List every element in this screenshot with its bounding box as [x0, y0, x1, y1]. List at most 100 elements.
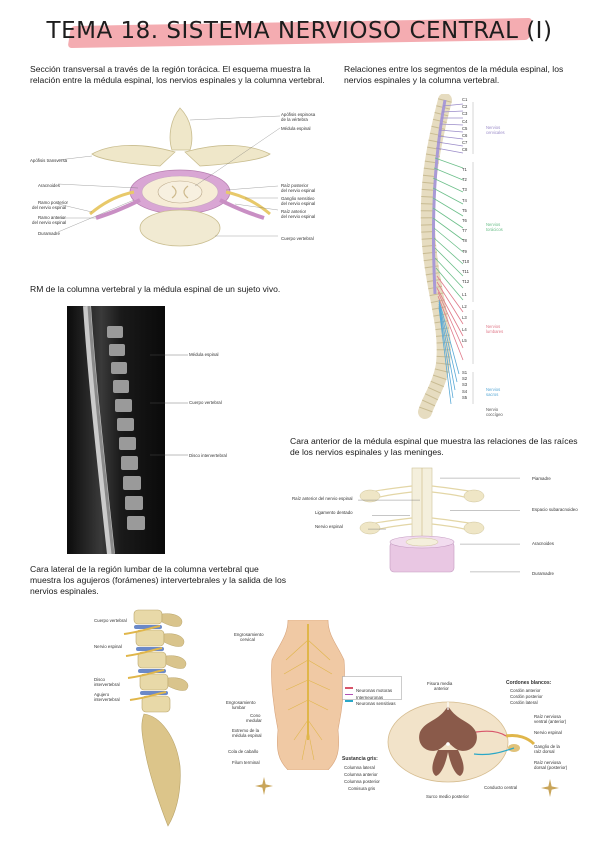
fig7-legend-box	[342, 676, 402, 700]
fig2-segment-lumbar-2: L2	[462, 303, 467, 309]
fig7-legend-item: Neuronas motoras	[345, 679, 392, 697]
fig5-caption: Cara lateral de la región lumbar de la c…	[30, 564, 287, 596]
fig2-segment-thoracic-3: T3	[462, 187, 467, 193]
fig7-label-col-lat: Columna lateral	[344, 765, 375, 770]
fig4-label-ligamento: Ligamento dentado	[315, 510, 353, 515]
fig7-illustration	[387, 701, 536, 783]
fig2-group-cervical-1: Nervios	[486, 125, 501, 130]
fig2-segment-cervical-8: C8	[462, 147, 468, 153]
fig7-label-cordones: Cordones blancos:	[506, 680, 552, 686]
fig2-segment-sacral-2: S2	[462, 376, 468, 382]
legend-swatch	[345, 693, 353, 696]
fig7-label-fisura-2: anterior	[434, 686, 449, 691]
fig2-segment-thoracic-11: T11	[462, 269, 469, 274]
fig7-label-cordon-lat: Cordón lateral	[510, 700, 538, 705]
fig1-label-ramo-posterior-1: Ramo posterior	[38, 200, 69, 205]
fig7-label-comisura: Comisura gris	[348, 786, 376, 791]
fig6-label-cono-2: medular	[246, 718, 262, 723]
fig1-label-ramo-anterior-1: Ramo anterior	[38, 215, 66, 220]
fig2-group-coccigeo-1: Nervio	[486, 407, 499, 412]
fig2-segment-thoracic-2: T2	[462, 177, 467, 183]
fig1-label-ganglio-2: del nervio espinal	[281, 201, 316, 206]
fig2-segment-cervical-2: C2	[462, 104, 468, 110]
fig5-label-agujero-2: intervertebral	[94, 697, 120, 702]
fig7-label-ganglio-1: Ganglio de la	[534, 744, 560, 749]
fig5-illustration	[123, 609, 189, 827]
legend-swatch	[345, 700, 353, 702]
fig1-caption: Sección transversal a través de la regió…	[30, 64, 325, 85]
fig7-label-raiz-dors-1: Raíz nerviosa	[534, 760, 561, 765]
fig2-segment-thoracic-6: T6	[462, 218, 467, 223]
fig2-group-lumbar-2: lumbares	[486, 329, 504, 334]
fig7-label-surco: Surco medio posterior	[426, 794, 469, 799]
fig1-label-ramo-anterior-2: del nervio espinal	[32, 220, 67, 225]
fig5-label-cuerpo: Cuerpo vertebral	[94, 618, 127, 623]
fig3-label-cuerpo: Cuerpo vertebral	[189, 400, 222, 405]
fig2-group-cervical-2: cervicales	[486, 130, 505, 135]
fig4-caption: Cara anterior de la médula espinal que m…	[290, 436, 578, 457]
fig2-group-sacral-2: sacros	[486, 392, 499, 397]
fig3-caption: RM de la columna vertebral y la médula e…	[30, 284, 281, 294]
fig1-label-duramadre: Duramadre	[38, 231, 60, 236]
fig2-segment-sacral-1: S1	[462, 370, 468, 375]
fig2-segment-thoracic-8: T8	[462, 238, 467, 244]
fig1-label-ramo-posterior-2: del nervio espinal	[32, 205, 67, 210]
fig4-illustration	[359, 467, 485, 573]
legend-swatch	[345, 687, 353, 689]
fig2-segment-thoracic-1: T1	[462, 167, 467, 172]
fig2-segment-sacral-3: S3	[462, 382, 468, 388]
fig5-label-disco-1: Disco	[94, 677, 105, 682]
fig2-segment-thoracic-12: T12	[462, 279, 470, 285]
fig3-label-medula: Médula espinal	[189, 352, 219, 357]
fig1-label-raiz-posterior-2: del nervio espinal	[281, 188, 316, 193]
fig2-illustration	[418, 94, 474, 419]
fig2-group-sacral-1: Nervios	[486, 387, 501, 392]
fig7-label-ganglio-2: raíz dorsal	[534, 749, 555, 754]
fig7-legend-item: Neuronas sensitivas	[345, 692, 396, 710]
fig1-label-ganglio-1: Ganglio sensitivo	[281, 196, 315, 201]
fig2-segment-thoracic-7: T7	[462, 228, 467, 234]
fig6-label-engr-cerv-2: cervical	[240, 637, 255, 642]
fig2-segment-cervical-4: C4	[462, 118, 468, 124]
fig1-label-raiz-anterior-2: del nervio espinal	[281, 214, 316, 219]
fig1-label-apofisis-transversa: Apófisis transversa	[30, 158, 68, 163]
fig6-label-engr-lumb-2: lumbar	[232, 705, 246, 710]
fig5-label-agujero-1: Agujero	[94, 692, 110, 697]
fig2-segment-cervical-5: C5	[462, 125, 468, 131]
fig2-group-thoracic-2: torácicos	[486, 227, 503, 232]
legend-label: Neuronas motoras	[356, 688, 393, 693]
fig3-mri-image	[67, 306, 165, 554]
fig6-label-cola: Cola de caballo	[228, 749, 259, 754]
fig4-label-piamadre: Piamadre	[532, 476, 551, 481]
fig1-label-aracnoides: Aracnoides	[38, 183, 60, 188]
fig7-label-conducto: Conducto central	[484, 785, 518, 790]
fig7-label-raiz-dors-2: dorsal (posterior)	[534, 765, 568, 770]
fig6-label-cono-1: Cono	[250, 713, 261, 718]
fig6-label-engr-lumb-1: Engrosamiento	[226, 700, 256, 705]
fig4-label-aracnoides: Aracnoides	[532, 541, 554, 546]
fig1-label-raiz-posterior-1: Raíz posterior	[281, 183, 309, 188]
fig7-label-cordon-ant: Cordón anterior	[510, 688, 541, 693]
fig6-label-extremo-2: médula espinal	[232, 733, 262, 738]
fig4-label-nervio: Nervio espinal	[315, 524, 343, 529]
fig1-label-de-la-vertebra: de la vértebra	[281, 117, 308, 122]
fig1-label-medula: Médula espinal	[281, 126, 311, 131]
fig7-label-col-ant: Columna anterior	[344, 772, 378, 777]
fig5-label-nervio: Nervio espinal	[94, 644, 122, 649]
fig6-label-extremo-1: Extremo de la	[232, 728, 260, 733]
fig4-label-duramadre: Duramadre	[532, 571, 554, 576]
fig2-segment-cervical-3: C3	[462, 111, 468, 117]
fig2-segment-sacral-4: S4	[462, 388, 468, 394]
fig7-label-cordon-post: Cordón posterior	[510, 694, 543, 699]
fig4-label-espacio: Espacio subaracnoideo	[532, 507, 578, 512]
fig2-segment-lumbar-1: L1	[462, 292, 467, 297]
fig4-leader-lines	[358, 477, 520, 573]
page-title: TEMA 18. SISTEMA NERVIOSO CENTRAL (I)	[46, 18, 553, 44]
fig2-segment-thoracic-10: T10	[462, 258, 470, 264]
fig5-label-disco-2: intervertebral	[94, 682, 120, 687]
fig1-illustration	[57, 107, 281, 247]
fig2-group-coccigeo-2: coccígeo	[486, 412, 503, 417]
fig6-label-engr-cerv-1: Engrosamiento	[234, 632, 264, 637]
fig3-label-disco: Disco intervertebral	[189, 453, 227, 458]
fig2-group-thoracic-1: Nervios	[486, 222, 501, 227]
